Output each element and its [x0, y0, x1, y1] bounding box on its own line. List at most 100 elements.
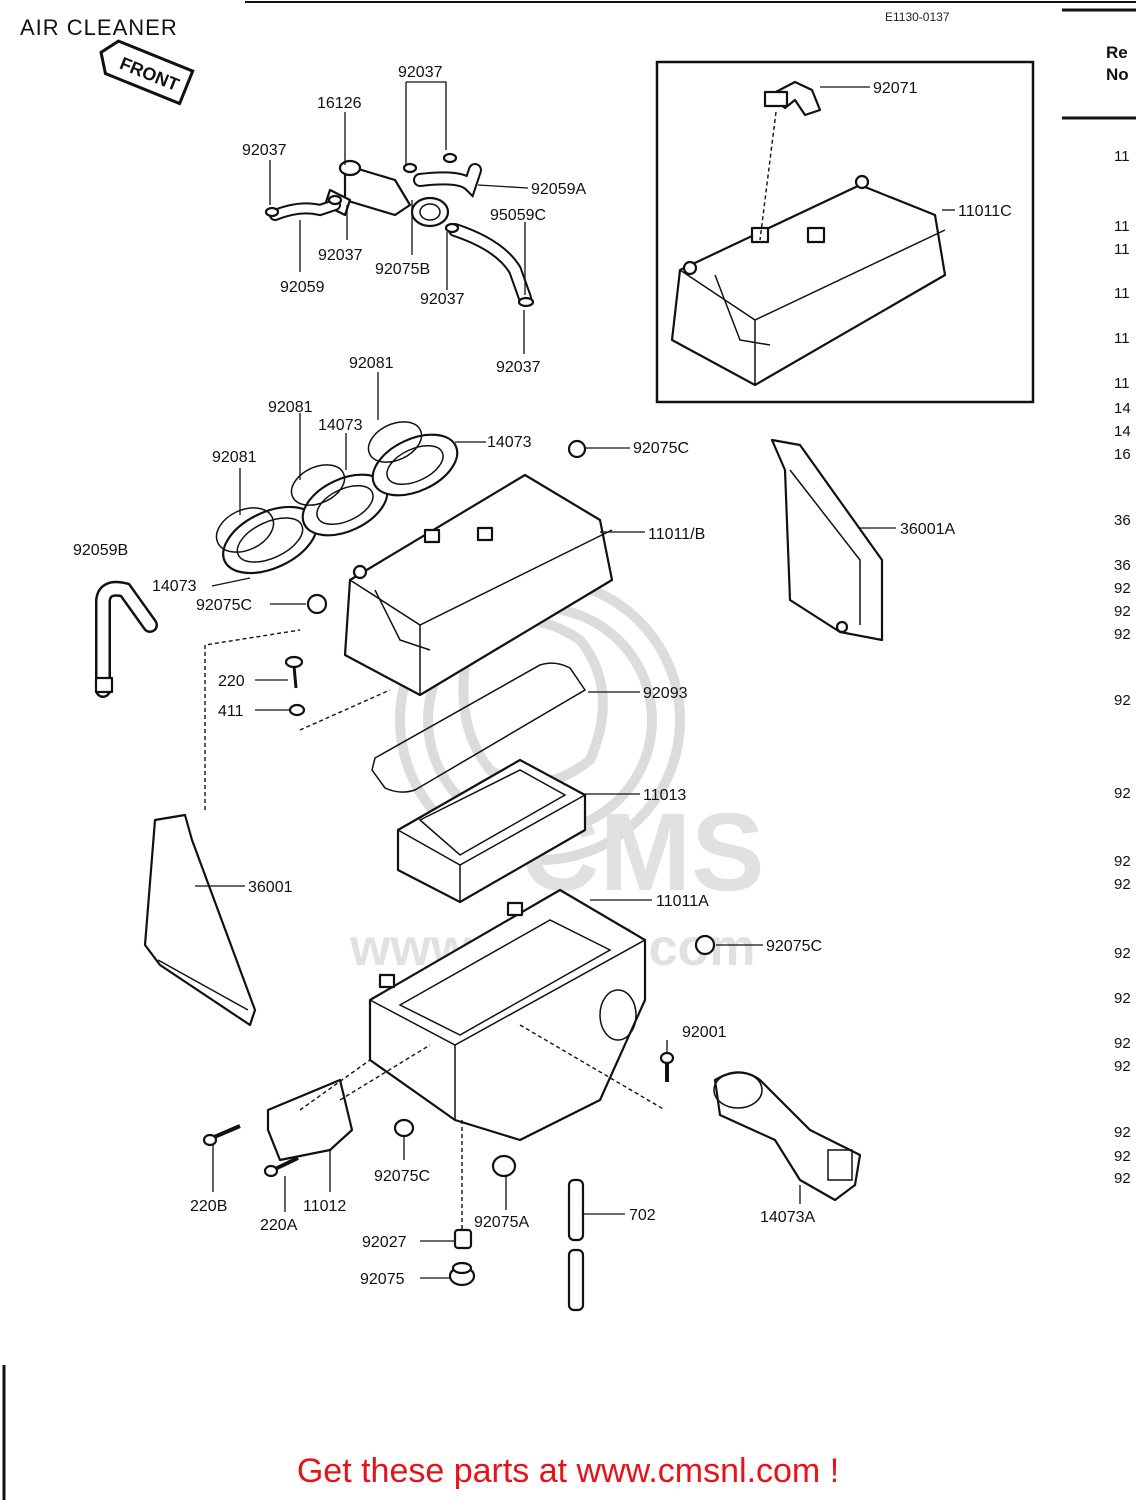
callout-36001: 36001 — [248, 879, 293, 896]
tube-702 — [567, 1178, 585, 1312]
callout-14073-left: 14073 — [152, 578, 197, 595]
callout-92093: 92093 — [643, 685, 688, 702]
side-table-fragment: 92 — [1114, 945, 1131, 962]
side-table-header: Re No — [1106, 43, 1129, 84]
bolt-92001 — [659, 1051, 675, 1082]
side-table-fragment: 11 — [1114, 330, 1130, 347]
elbow-fitting-92071 — [763, 80, 822, 117]
callout-92037-bottom: 92037 — [496, 359, 541, 376]
callout-92075A: 92075A — [474, 1214, 529, 1231]
callout-14073-right: 14073 — [487, 434, 532, 451]
duct-14073A — [713, 1071, 862, 1202]
side-table-fragment: 11 — [1114, 218, 1130, 235]
callout-92037-left: 92037 — [242, 142, 287, 159]
side-table-fragment: 92 — [1114, 1035, 1131, 1052]
side-table-fragment: 14 — [1114, 423, 1131, 440]
callout-220A: 220A — [260, 1217, 298, 1234]
callout-92075: 92075 — [360, 1271, 405, 1288]
filter-element-11013 — [396, 758, 587, 904]
callout-11013: 11013 — [643, 787, 686, 804]
screw-220A — [263, 1156, 299, 1178]
grommet-92075C-bottom — [393, 1118, 415, 1138]
side-table-fragment: 16 — [1114, 446, 1131, 463]
side-table-fragment: 92 — [1114, 853, 1131, 870]
side-table-fragment: 92 — [1114, 692, 1131, 709]
callout-11011B: 11011/B — [648, 526, 705, 543]
sleeve-92075B — [410, 196, 450, 228]
callout-11011A: 11011A — [656, 893, 709, 910]
grommet-92075C-right — [694, 934, 716, 956]
callout-220: 220 — [218, 673, 245, 690]
side-table-fragment: 92 — [1114, 1170, 1131, 1187]
callout-labels: 92037 16126 92037 92059A 95059C 92037 92… — [73, 64, 1012, 1288]
callout-92059B: 92059B — [73, 542, 128, 559]
callout-92081-mid: 92081 — [268, 399, 313, 416]
callout-14073A: 14073A — [760, 1209, 815, 1226]
callout-92075C-top: 92075C — [633, 440, 689, 457]
cover-11012 — [266, 1078, 354, 1162]
side-table-fragment: 11 — [1114, 241, 1130, 258]
side-table-fragment: 92 — [1114, 876, 1131, 893]
inset-frame — [655, 60, 1035, 404]
callout-95059C: 95059C — [490, 207, 546, 224]
callout-702: 702 — [629, 1207, 656, 1224]
callout-92037-right: 92037 — [420, 291, 465, 308]
callout-92037-top: 92037 — [398, 64, 443, 81]
gasket-92093 — [371, 662, 587, 793]
screw-220B — [202, 1124, 241, 1147]
callout-14073-mid: 14073 — [318, 417, 363, 434]
hose-clamps-92037 — [264, 152, 535, 308]
hose-95059C — [448, 223, 532, 305]
side-table-fragment: 92 — [1114, 785, 1131, 802]
side-table-fragment: 92 — [1114, 603, 1131, 620]
side-table-fragment: 14 — [1114, 400, 1131, 417]
side-table-fragment: 92 — [1114, 626, 1131, 643]
callout-92059: 92059 — [280, 279, 325, 296]
footer-promo-link[interactable]: Get these parts at www.cmsnl.com ! — [296, 1452, 840, 1490]
diagram-code: E1130-0137 — [885, 10, 950, 24]
assembly-lines — [204, 629, 666, 1230]
side-table-fragment: 36 — [1114, 512, 1131, 529]
leader-lines — [195, 81, 955, 1279]
callout-92001: 92001 — [682, 1024, 727, 1041]
callout-92075C-bottom: 92075C — [374, 1168, 430, 1185]
grommet-92075A — [491, 1154, 517, 1178]
duct-boots-14073 — [222, 433, 459, 575]
bolt-220 — [284, 655, 304, 689]
callout-220B: 220B — [190, 1198, 227, 1215]
callout-16126: 16126 — [317, 95, 362, 112]
callout-11012: 11012 — [303, 1198, 346, 1215]
callout-411: 411 — [218, 703, 244, 720]
side-cover-36001A — [770, 438, 884, 642]
side-table-fragment: 11 — [1114, 148, 1130, 165]
side-table-fragment: 36 — [1114, 557, 1131, 574]
page-title: AIR CLEANER — [20, 15, 178, 40]
lower-housing-11011A — [368, 888, 647, 1142]
upper-housing-11011B — [343, 473, 614, 697]
side-table-fragment: 92 — [1114, 1124, 1131, 1141]
callout-92037-mid: 92037 — [318, 247, 363, 264]
gasket-rings-92081 — [215, 421, 423, 553]
hose-92059 — [269, 199, 341, 221]
front-arrow: FRONT — [99, 39, 195, 106]
callout-36001A: 36001A — [900, 521, 955, 538]
side-table-fragment: 11 — [1114, 375, 1130, 392]
side-table-fragment: 92 — [1114, 1058, 1131, 1075]
housing-cover-inset — [670, 174, 947, 387]
grommet-92075C-left — [306, 593, 328, 615]
callout-92075C-right: 92075C — [766, 938, 822, 955]
callout-92075B: 92075B — [375, 261, 430, 278]
washer-411 — [288, 703, 306, 717]
callout-92027: 92027 — [362, 1234, 407, 1251]
cap-92027 — [453, 1228, 473, 1250]
grommet-92075 — [448, 1261, 476, 1287]
callout-92059A: 92059A — [531, 181, 586, 198]
callout-92075C-left: 92075C — [196, 597, 252, 614]
pipe-92059B — [94, 580, 158, 698]
callout-92071: 92071 — [873, 80, 918, 97]
side-cover-36001 — [143, 813, 257, 1027]
side-table-fragment: 92 — [1114, 580, 1131, 597]
callout-92081-top: 92081 — [349, 355, 394, 372]
callout-11011C: 11011C — [958, 203, 1012, 220]
